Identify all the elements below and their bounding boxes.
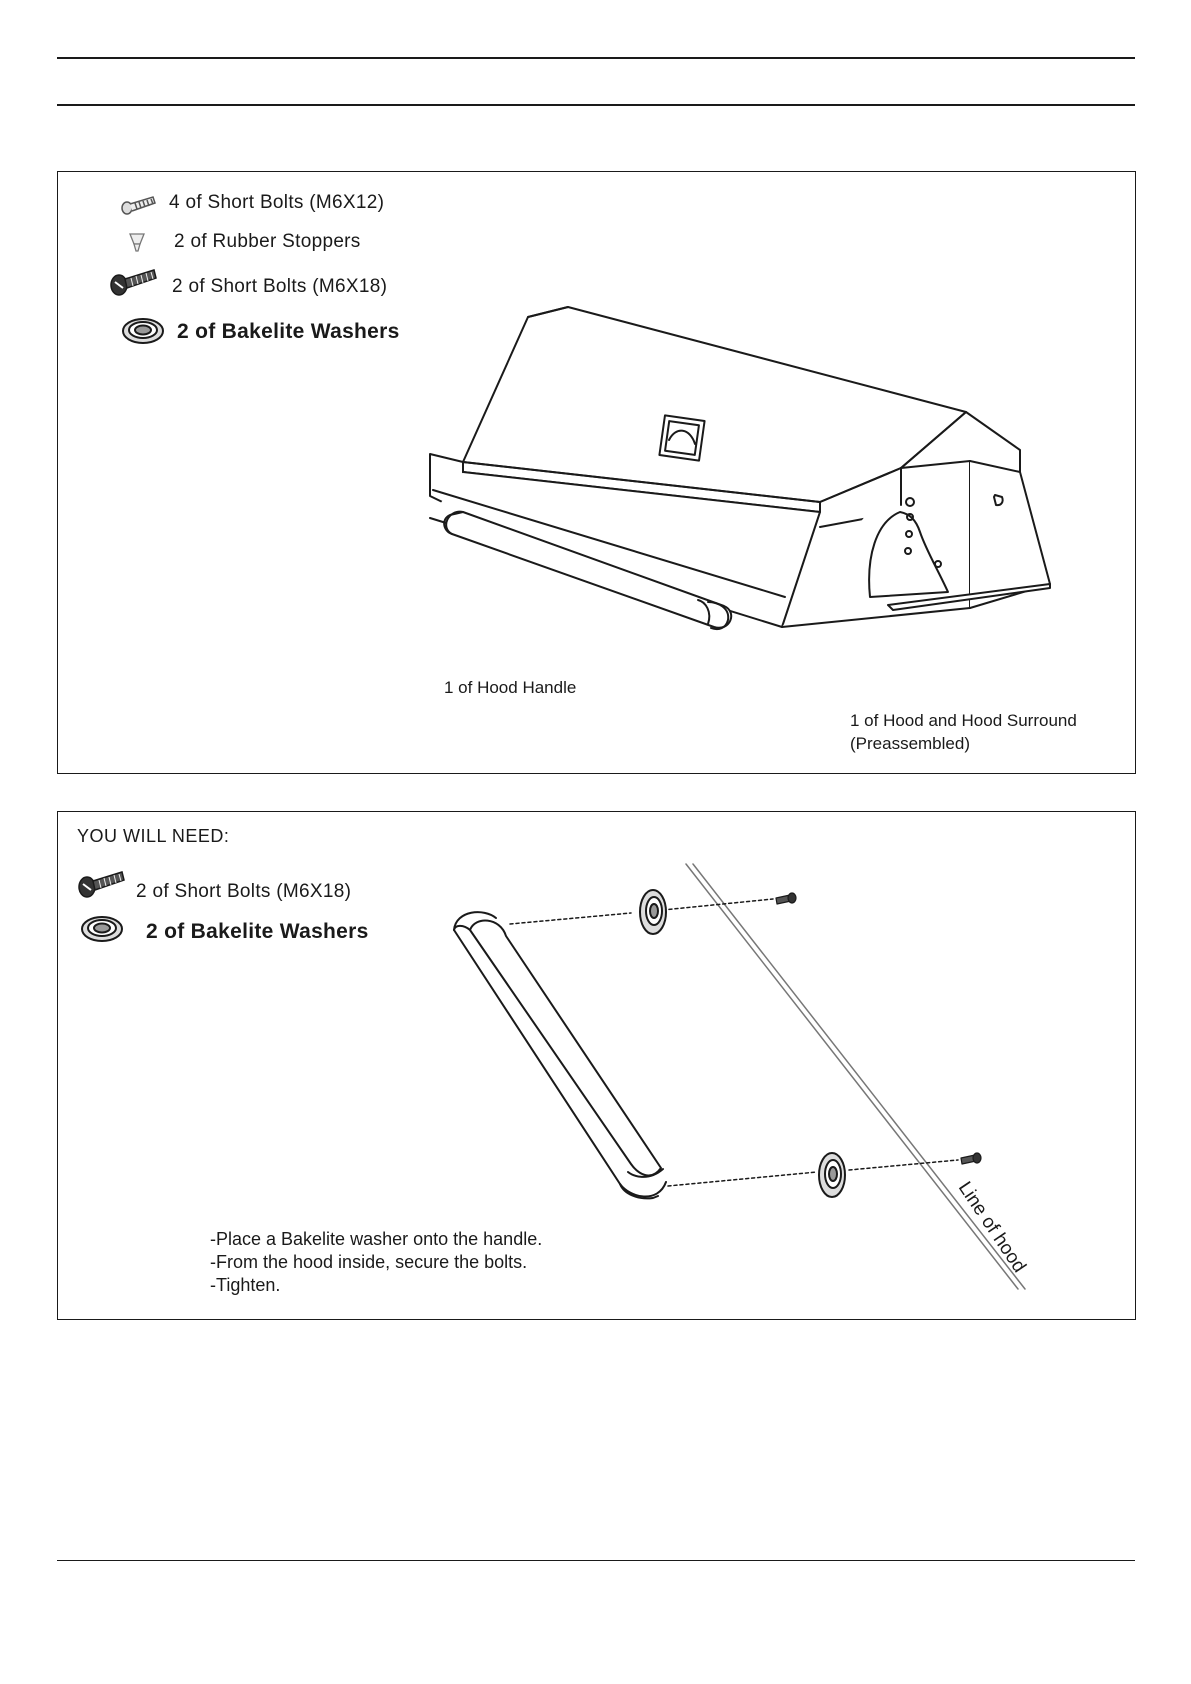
bakelite-washer-icon	[81, 916, 123, 942]
header-rule-bottom	[57, 104, 1135, 106]
you-will-need-title: YOU WILL NEED:	[77, 826, 230, 846]
part-label-bakelite-washers: 2 of Bakelite Washers	[146, 920, 369, 943]
part-label-bakelite-washers: 2 of Bakelite Washers	[177, 320, 400, 343]
line-of-hood-label: Line of hood	[954, 1178, 1030, 1276]
instruction-line: -Place a Bakelite washer onto the handle…	[210, 1229, 543, 1249]
part-label-short-bolts-m6x12: 4 of Short Bolts (M6X12)	[169, 192, 385, 213]
short-bolt-m6x18-icon	[110, 269, 157, 296]
hood-label-line2: (Preassembled)	[850, 734, 970, 753]
rubber-stopper-icon	[129, 233, 145, 252]
footer-rule	[57, 1560, 1135, 1561]
bakelite-washer-icon	[122, 318, 164, 344]
parts-panel: 4 of Short Bolts (M6X12) 2 of Rubber Sto…	[57, 171, 1136, 774]
short-bolt-m6x12-icon	[121, 196, 156, 215]
instruction-line: -From the hood inside, secure the bolts.	[210, 1252, 528, 1272]
handle-installation-illustration: Line of hood	[453, 863, 1030, 1290]
hood-handle-label: 1 of Hood Handle	[444, 678, 577, 697]
header-rule-top	[57, 57, 1135, 59]
part-label-rubber-stoppers: 2 of Rubber Stoppers	[174, 231, 361, 252]
handle-installation-panel: Line of hood YOU WILL NEED: 2 of Short B…	[57, 811, 1136, 1320]
installation-instructions: -Place a Bakelite washer onto the handle…	[210, 1228, 542, 1297]
hood-label-line1: 1 of Hood and Hood Surround	[850, 711, 1077, 730]
instruction-line: -Tighten.	[210, 1275, 281, 1295]
short-bolt-m6x18-icon	[78, 871, 125, 898]
part-label-short-bolts-m6x18: 2 of Short Bolts (M6X18)	[172, 276, 388, 297]
part-label-short-bolts-m6x18: 2 of Short Bolts (M6X18)	[136, 881, 352, 902]
hood-and-handle-illustration	[429, 306, 1051, 631]
